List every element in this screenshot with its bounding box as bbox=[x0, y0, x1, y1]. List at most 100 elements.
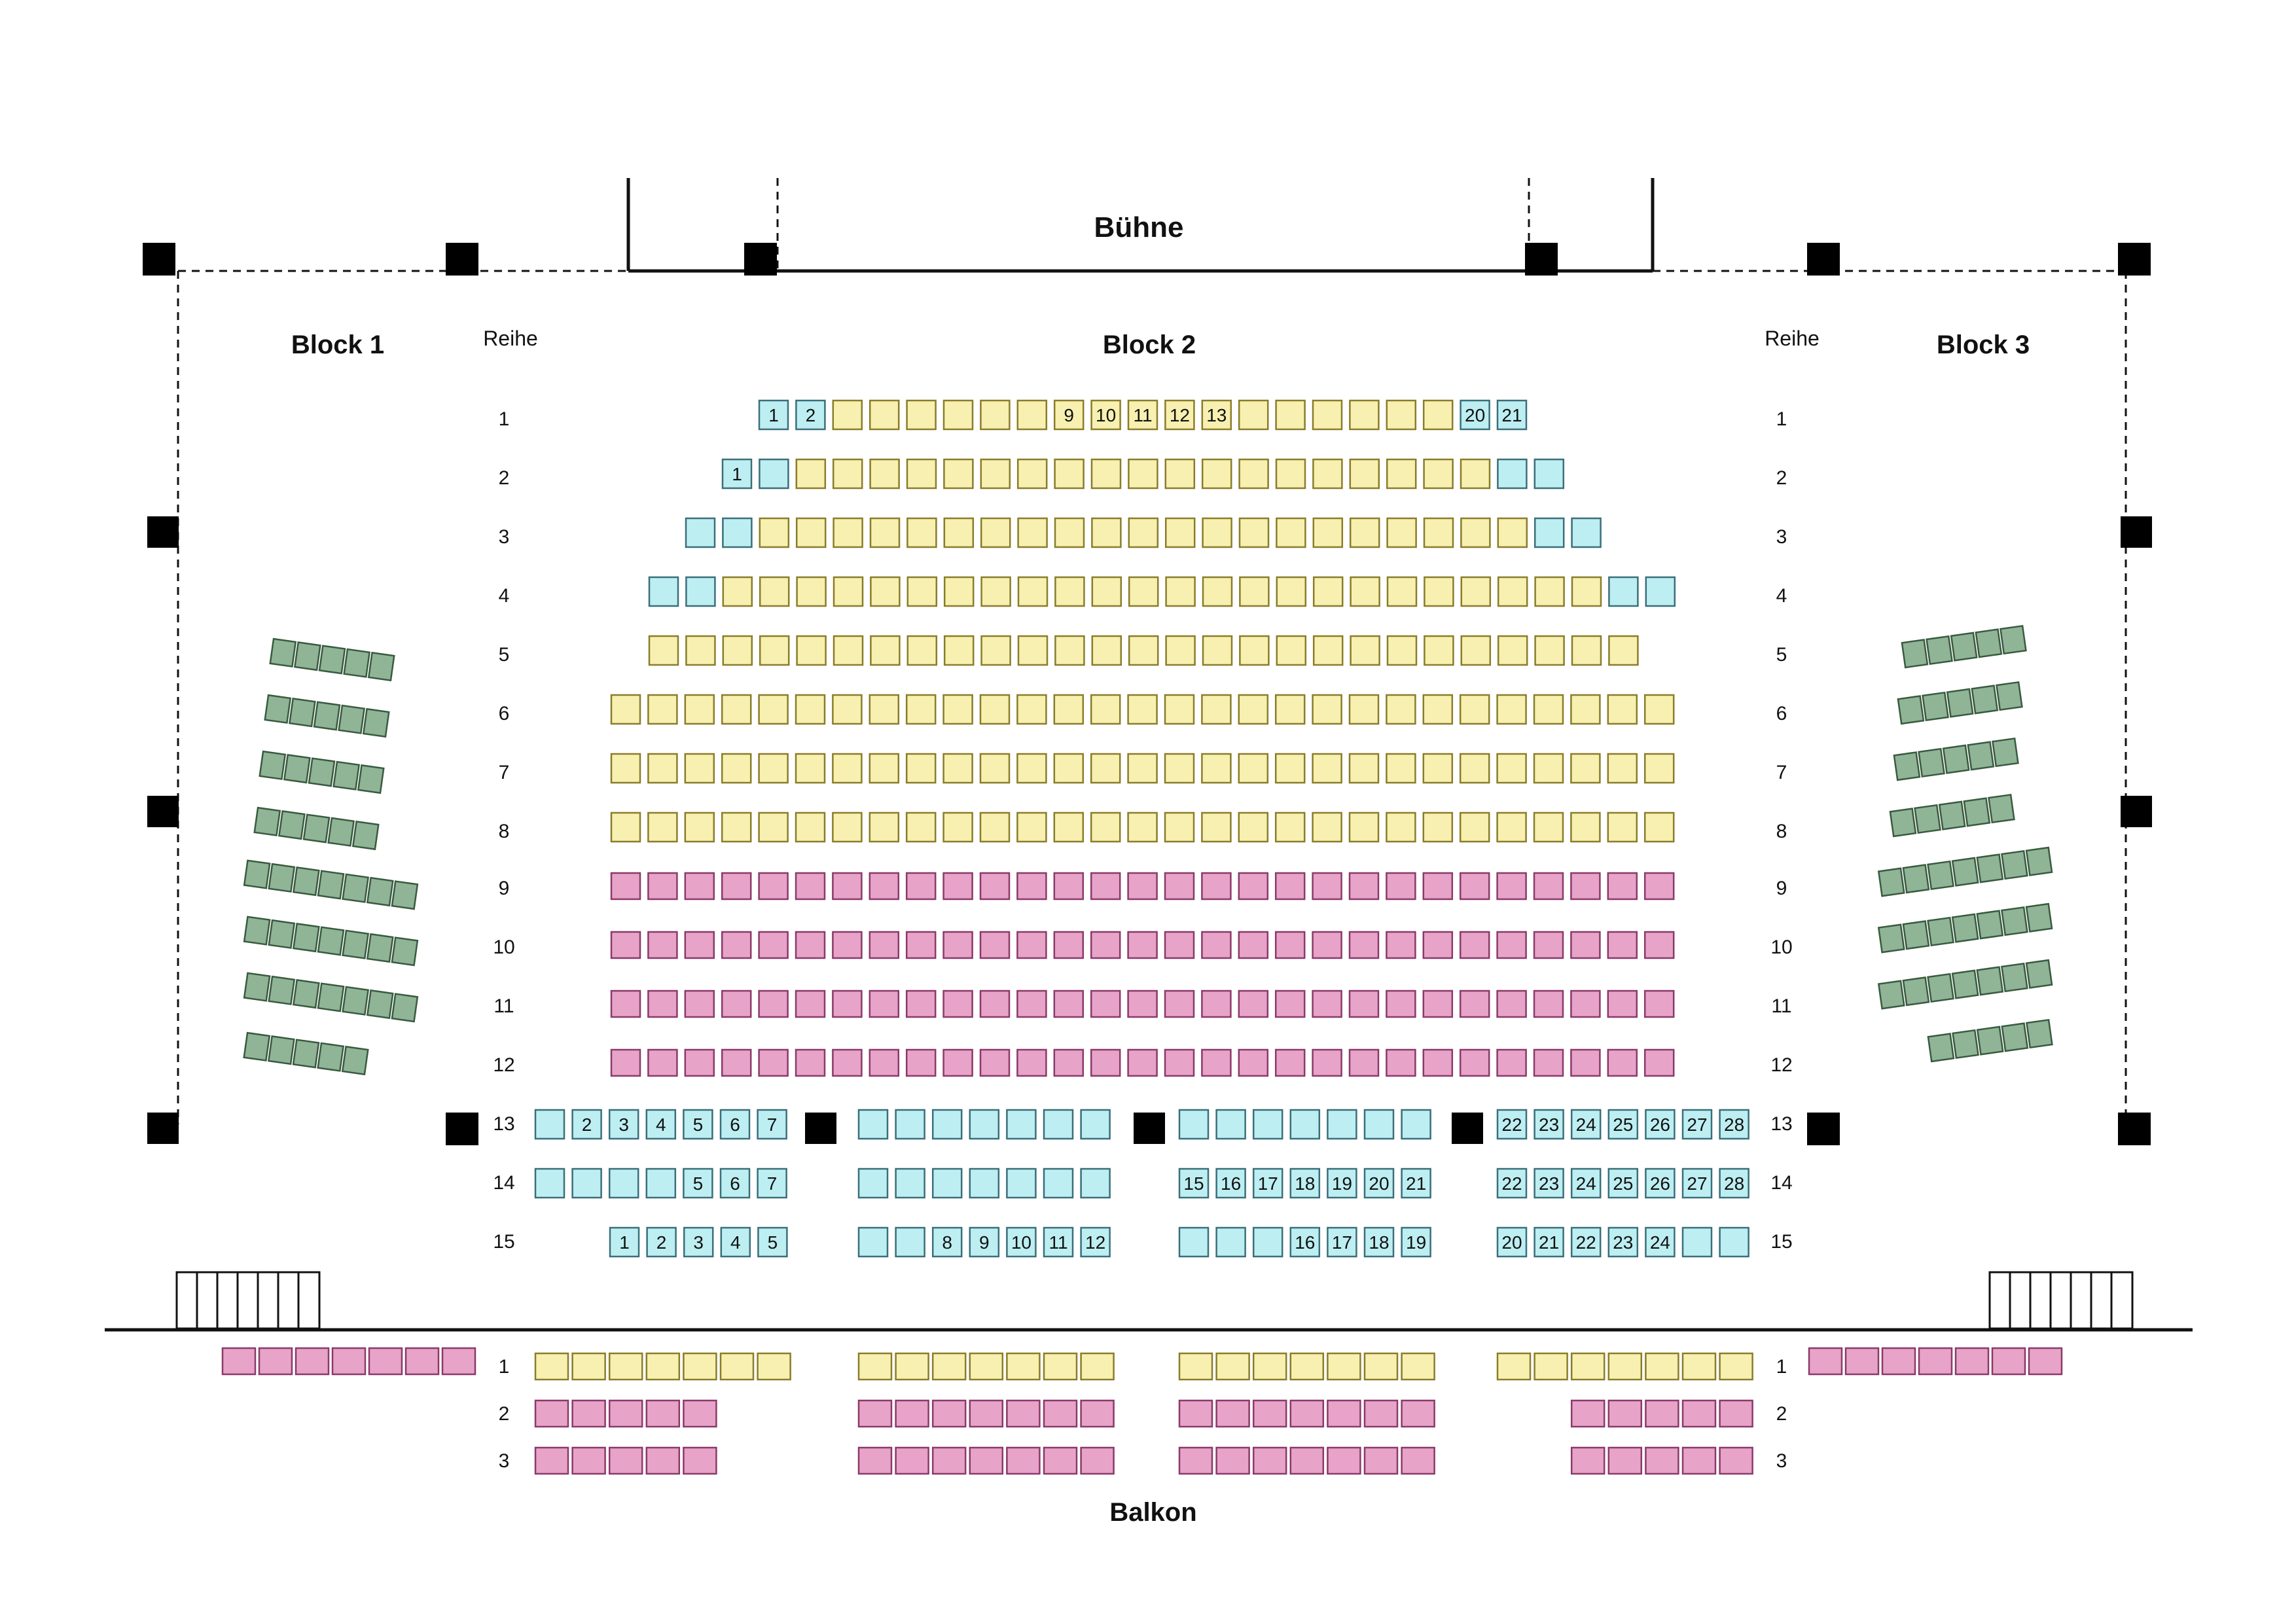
seat[interactable] bbox=[1975, 628, 2003, 658]
seat[interactable] bbox=[1017, 517, 1048, 548]
seat[interactable] bbox=[1128, 635, 1159, 666]
seat[interactable] bbox=[1533, 1048, 1564, 1077]
seat[interactable] bbox=[684, 990, 715, 1018]
seat[interactable] bbox=[979, 931, 1011, 959]
seat[interactable] bbox=[1496, 1352, 1532, 1381]
seat[interactable] bbox=[1238, 931, 1269, 959]
seat[interactable] bbox=[980, 635, 1011, 666]
seat[interactable] bbox=[302, 813, 331, 844]
seat[interactable] bbox=[1348, 931, 1380, 959]
seat[interactable] bbox=[1238, 517, 1270, 548]
seat[interactable] bbox=[571, 1168, 602, 1199]
seat[interactable] bbox=[942, 1048, 973, 1077]
seat[interactable] bbox=[832, 931, 863, 959]
seat[interactable] bbox=[1164, 517, 1196, 548]
seat[interactable] bbox=[969, 1109, 1000, 1140]
seat[interactable]: 3 bbox=[608, 1109, 639, 1140]
seat[interactable] bbox=[441, 1347, 476, 1376]
seat[interactable] bbox=[1424, 635, 1454, 666]
seat[interactable] bbox=[1016, 931, 1047, 959]
seat[interactable] bbox=[1289, 1399, 1325, 1428]
seat[interactable] bbox=[1422, 399, 1454, 431]
seat[interactable] bbox=[870, 635, 901, 666]
seat[interactable] bbox=[2001, 962, 2028, 993]
seat[interactable] bbox=[1215, 1352, 1250, 1381]
seat[interactable] bbox=[1914, 804, 1941, 834]
seat[interactable] bbox=[1017, 635, 1049, 666]
seat[interactable] bbox=[1643, 990, 1675, 1018]
seat[interactable] bbox=[1274, 753, 1306, 784]
seat[interactable] bbox=[869, 753, 900, 784]
seat[interactable] bbox=[264, 694, 292, 724]
seat[interactable] bbox=[1877, 980, 1905, 1010]
seat[interactable] bbox=[1607, 990, 1638, 1018]
seat[interactable]: 23 bbox=[1607, 1226, 1639, 1258]
seat[interactable] bbox=[366, 876, 394, 907]
seat[interactable] bbox=[1054, 576, 1085, 607]
seat[interactable] bbox=[685, 576, 716, 607]
seat[interactable] bbox=[1643, 1048, 1675, 1077]
seat[interactable] bbox=[1201, 1048, 1232, 1077]
seat[interactable]: 9 bbox=[969, 1226, 1000, 1258]
seat[interactable] bbox=[1976, 966, 2004, 996]
seat[interactable] bbox=[1043, 1352, 1078, 1381]
seat[interactable] bbox=[1090, 812, 1121, 843]
seat[interactable] bbox=[1570, 1352, 1605, 1381]
seat[interactable] bbox=[1963, 797, 1991, 827]
seat[interactable] bbox=[1459, 1048, 1490, 1077]
seat[interactable] bbox=[942, 990, 973, 1018]
seat[interactable] bbox=[795, 517, 827, 548]
seat[interactable]: 16 bbox=[1289, 1226, 1321, 1258]
seat[interactable] bbox=[758, 872, 789, 901]
seat[interactable]: 13 bbox=[1201, 399, 1232, 431]
seat[interactable] bbox=[647, 753, 678, 784]
seat[interactable] bbox=[221, 1347, 257, 1376]
seat[interactable] bbox=[1422, 990, 1454, 1018]
seat[interactable] bbox=[366, 989, 394, 1020]
seat[interactable] bbox=[1350, 576, 1380, 607]
seat[interactable] bbox=[721, 812, 752, 843]
seat[interactable] bbox=[1006, 1109, 1037, 1140]
seat[interactable]: 7 bbox=[757, 1109, 787, 1140]
seat[interactable]: 6 bbox=[719, 1109, 751, 1140]
seat[interactable]: 17 bbox=[1327, 1226, 1357, 1258]
seat[interactable] bbox=[758, 753, 789, 784]
seat[interactable] bbox=[258, 1347, 293, 1376]
seat[interactable] bbox=[253, 806, 281, 836]
seat[interactable] bbox=[1607, 1352, 1643, 1381]
seat[interactable] bbox=[1349, 458, 1380, 490]
seat[interactable] bbox=[1006, 1352, 1041, 1381]
seat[interactable] bbox=[1386, 399, 1417, 431]
seat[interactable] bbox=[869, 872, 900, 901]
seat[interactable]: 2 bbox=[795, 399, 826, 431]
seat[interactable]: 25 bbox=[1607, 1109, 1639, 1140]
seat[interactable] bbox=[1570, 753, 1601, 784]
seat[interactable] bbox=[1422, 931, 1454, 959]
seat[interactable] bbox=[1274, 812, 1306, 843]
seat[interactable] bbox=[243, 972, 271, 1002]
seat[interactable] bbox=[1877, 867, 1905, 897]
seat[interactable] bbox=[362, 707, 390, 738]
seat[interactable] bbox=[906, 458, 937, 490]
seat[interactable] bbox=[1127, 1048, 1158, 1077]
seat[interactable] bbox=[1312, 458, 1343, 490]
seat[interactable] bbox=[1681, 1352, 1717, 1381]
seat[interactable] bbox=[1607, 1048, 1638, 1077]
seat[interactable] bbox=[832, 458, 863, 490]
seat[interactable] bbox=[647, 694, 678, 725]
seat[interactable] bbox=[721, 1048, 752, 1077]
seat[interactable] bbox=[1202, 576, 1233, 607]
seat[interactable]: 6 bbox=[719, 1168, 751, 1199]
seat[interactable] bbox=[1289, 1352, 1325, 1381]
seat[interactable] bbox=[1348, 694, 1380, 725]
seat[interactable] bbox=[1238, 990, 1269, 1018]
seat[interactable] bbox=[1922, 691, 1949, 722]
seat[interactable] bbox=[832, 753, 863, 784]
seat[interactable] bbox=[721, 694, 752, 725]
seat[interactable] bbox=[645, 1399, 681, 1428]
seat[interactable] bbox=[1902, 864, 1930, 894]
seat[interactable] bbox=[1080, 1109, 1111, 1140]
seat[interactable] bbox=[895, 1399, 929, 1428]
seat[interactable] bbox=[758, 694, 789, 725]
seat[interactable] bbox=[1348, 872, 1380, 901]
